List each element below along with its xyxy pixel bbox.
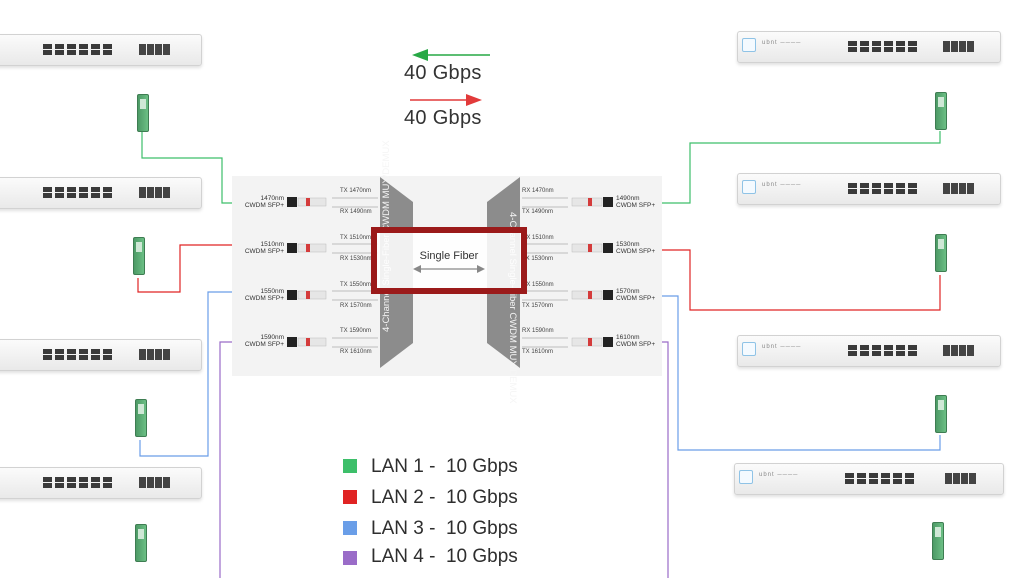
sfp-module-icon xyxy=(135,399,147,437)
lan3-right-link xyxy=(662,295,941,451)
sfp-module-icon xyxy=(133,237,145,275)
right-connectors xyxy=(522,197,568,348)
network-switch-icon xyxy=(0,467,202,499)
sfp-module-icon xyxy=(135,524,147,562)
left-rx-2: RX 1530nm xyxy=(340,256,372,262)
right-rx-3: RX 1550nm xyxy=(522,282,554,288)
legend-swatch-lan3 xyxy=(343,521,357,535)
lan1-right-link xyxy=(662,131,941,204)
right-tx-4: TX 1610nm xyxy=(522,349,554,355)
right-tx-1: TX 1490nm xyxy=(522,209,554,215)
legend-label-lan2: LAN 2 - 10 Gbps xyxy=(371,487,518,508)
sfp-module-icon xyxy=(137,94,149,132)
legend-swatch-lan1 xyxy=(343,459,357,473)
sfp-module-icon xyxy=(932,522,944,560)
lan4-right-link xyxy=(662,341,669,578)
legend-swatch-lan4 xyxy=(343,551,357,565)
left-connectors xyxy=(332,197,378,348)
right-rx-2: RX 1510nm xyxy=(522,235,554,241)
single-fiber-label: Single Fiber xyxy=(419,250,479,262)
right-rx-4: RX 1590nm xyxy=(522,328,554,334)
right-tx-3: TX 1570nm xyxy=(522,303,554,309)
left-rx-1: RX 1490nm xyxy=(340,209,372,215)
network-switch-icon: ubnt ──── xyxy=(737,173,1001,205)
fiber-connector-icon xyxy=(287,197,613,347)
single-fiber-highlight: Single Fiber xyxy=(371,227,527,294)
left-tx-1: TX 1470nm xyxy=(340,188,372,194)
sfp-module-icon xyxy=(935,234,947,272)
legend-swatch-lan2 xyxy=(343,490,357,504)
left-tx-2: TX 1510nm xyxy=(340,235,372,241)
lan3-left-link xyxy=(139,291,258,457)
double-arrow-icon xyxy=(413,265,485,273)
network-switch-icon xyxy=(0,34,202,66)
downstream-bandwidth: 40 Gbps xyxy=(404,107,482,129)
legend-label-lan1: LAN 1 - 10 Gbps xyxy=(371,456,518,477)
legend-label-lan3: LAN 3 - 10 Gbps xyxy=(371,518,518,539)
upstream-arrowhead xyxy=(412,49,428,61)
lan2-left-link xyxy=(137,244,258,293)
left-tx-4: TX 1590nm xyxy=(340,328,372,334)
network-switch-icon: ubnt ──── xyxy=(737,335,1001,367)
right-tx-2: TX 1530nm xyxy=(522,256,554,262)
left-rx-3: RX 1570nm xyxy=(340,303,372,309)
network-switch-icon: ubnt ──── xyxy=(737,31,1001,63)
sfp-module-icon xyxy=(935,395,947,433)
downstream-arrowhead xyxy=(466,94,482,106)
network-switch-icon xyxy=(0,339,202,371)
lan2-right-link xyxy=(662,249,941,311)
network-switch-icon xyxy=(0,177,202,209)
legend-label-lan4: LAN 4 - 10 Gbps xyxy=(371,546,518,567)
left-tx-3: TX 1550nm xyxy=(340,282,372,288)
right-rx-1: RX 1470nm xyxy=(522,188,554,194)
upstream-bandwidth: 40 Gbps xyxy=(404,62,482,84)
network-switch-icon: ubnt ──── xyxy=(734,463,1004,495)
left-rx-4: RX 1610nm xyxy=(340,349,372,355)
sfp-module-icon xyxy=(935,92,947,130)
